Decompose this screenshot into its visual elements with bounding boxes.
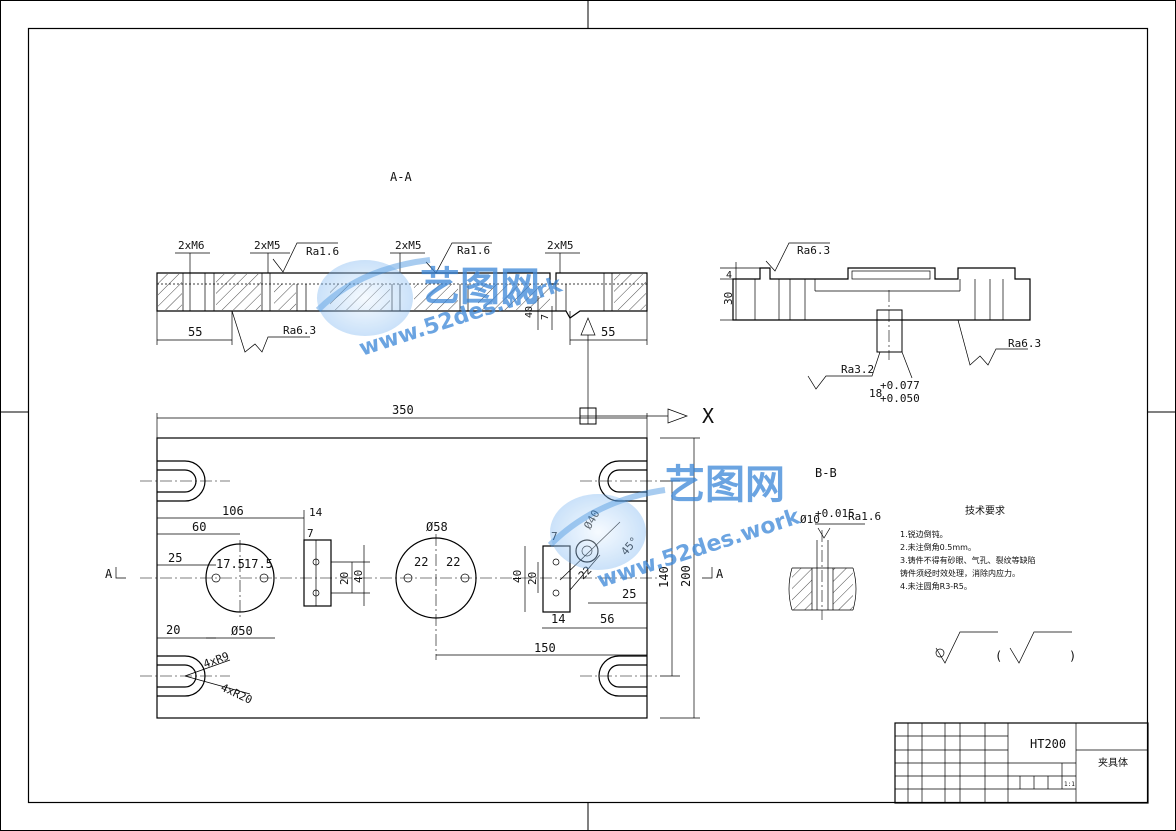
- slot-dim-base: 18: [869, 387, 882, 400]
- note-5: 4.未注圆角R3-R5。: [900, 581, 972, 591]
- dim-dia58: Ø58: [426, 520, 448, 534]
- bb-hole-dia: Ø10: [800, 513, 820, 526]
- dim-right-55: 55: [601, 325, 615, 339]
- bb-hole-tol: +0.015: [815, 507, 855, 520]
- note-3: 3.铸件不得有砂眼、气孔、裂纹等缺陷: [900, 555, 1036, 565]
- axis-x-label: X: [702, 404, 714, 428]
- dim-20-a: 20: [338, 572, 351, 585]
- dim-30: 30: [722, 292, 735, 305]
- section-mark-a-left: A: [105, 567, 113, 581]
- dim-7-a: 7: [307, 527, 314, 540]
- dim-4xR9: 4xR9: [202, 650, 231, 671]
- roughness-label-2: Ra1.6: [457, 244, 490, 257]
- roughness-label-4: Ra6.3: [797, 244, 830, 257]
- section-aa-label: A-A: [390, 170, 412, 184]
- slot-tol-upper: +0.077: [880, 379, 920, 392]
- thread-label-4: 2xM5: [547, 239, 574, 252]
- thread-label-2: 2xM5: [254, 239, 281, 252]
- technical-notes: 技术要求 1.锐边倒钝。 2.未注倒角0.5mm。 3.铸件不得有砂眼、气孔、裂…: [900, 504, 1036, 591]
- roughness-label-6: Ra6.3: [1008, 337, 1041, 350]
- dim-22-b: 22: [446, 555, 460, 569]
- dim-140: 140: [657, 566, 671, 588]
- title-block: HT200 夹具体 1:1: [894, 722, 1149, 804]
- dim-4xR20: 4xR20: [219, 681, 255, 707]
- watermark-brand-2: 艺图网: [665, 462, 785, 508]
- roughness-label-3: Ra6.3: [283, 324, 316, 337]
- dim-14-a: 14: [309, 506, 323, 519]
- roughness-paren-open: (: [995, 649, 1002, 663]
- side-view: 4 30 Ra6.3 Ra6.3 Ra3.2 18 +0.077 +0.050: [720, 242, 1041, 405]
- roughness-label-5: Ra3.2: [841, 363, 874, 376]
- note-2: 2.未注倒角0.5mm。: [900, 542, 976, 552]
- dim-17.5-b: 17.5: [244, 557, 273, 571]
- roughness-label-7: Ra1.6: [848, 510, 881, 523]
- dim-17.5-a: 17.5: [216, 557, 245, 571]
- watermark-1: 艺图网 www.52des.work: [315, 257, 566, 362]
- dim-14-b: 14: [551, 612, 565, 626]
- thread-label-1: 2xM6: [178, 239, 205, 252]
- roughness-label-1: Ra1.6: [306, 245, 339, 258]
- dim-25-b: 25: [622, 587, 636, 601]
- dim-dia50: Ø50: [231, 624, 253, 638]
- section-mark-a-right: A: [716, 567, 724, 581]
- dim-40-b: 40: [511, 570, 524, 583]
- watermark-brand-1: 艺图网: [420, 264, 540, 310]
- dim-106: 106: [222, 504, 244, 518]
- dim-40-a: 40: [352, 570, 365, 583]
- notes-heading: 技术要求: [965, 504, 1005, 517]
- section-bb-label: B-B: [815, 466, 837, 480]
- dim-56: 56: [600, 612, 614, 626]
- note-1: 1.锐边倒钝。: [900, 529, 948, 539]
- part-name: 夹具体: [1098, 756, 1128, 769]
- dim-20-b: 20: [526, 572, 539, 585]
- dim-40-aa: 40: [524, 306, 535, 318]
- slot-tol-lower: +0.050: [880, 392, 920, 405]
- dim-20-c: 20: [166, 623, 180, 637]
- dim-200: 200: [679, 565, 693, 587]
- roughness-paren-close: ): [1069, 649, 1076, 663]
- dim-25-a: 25: [168, 551, 182, 565]
- dim-22-a: 22: [414, 555, 428, 569]
- note-4: 铸件须经时效处理，消除内应力。: [900, 568, 1020, 578]
- dim-150: 150: [534, 641, 556, 655]
- section-bb: B-B Ø10 +0.015 Ra1.6: [788, 466, 881, 620]
- material-label: HT200: [1030, 737, 1066, 751]
- dim-4: 4: [726, 270, 732, 281]
- dim-350: 350: [392, 403, 414, 417]
- dim-60: 60: [192, 520, 206, 534]
- general-roughness-symbol: ( ): [935, 631, 1076, 664]
- thread-label-3: 2xM5: [395, 239, 422, 252]
- sheet-scale: 1:1: [1064, 781, 1075, 788]
- dim-left-55: 55: [188, 325, 202, 339]
- dim-7-aa: 7: [540, 314, 551, 320]
